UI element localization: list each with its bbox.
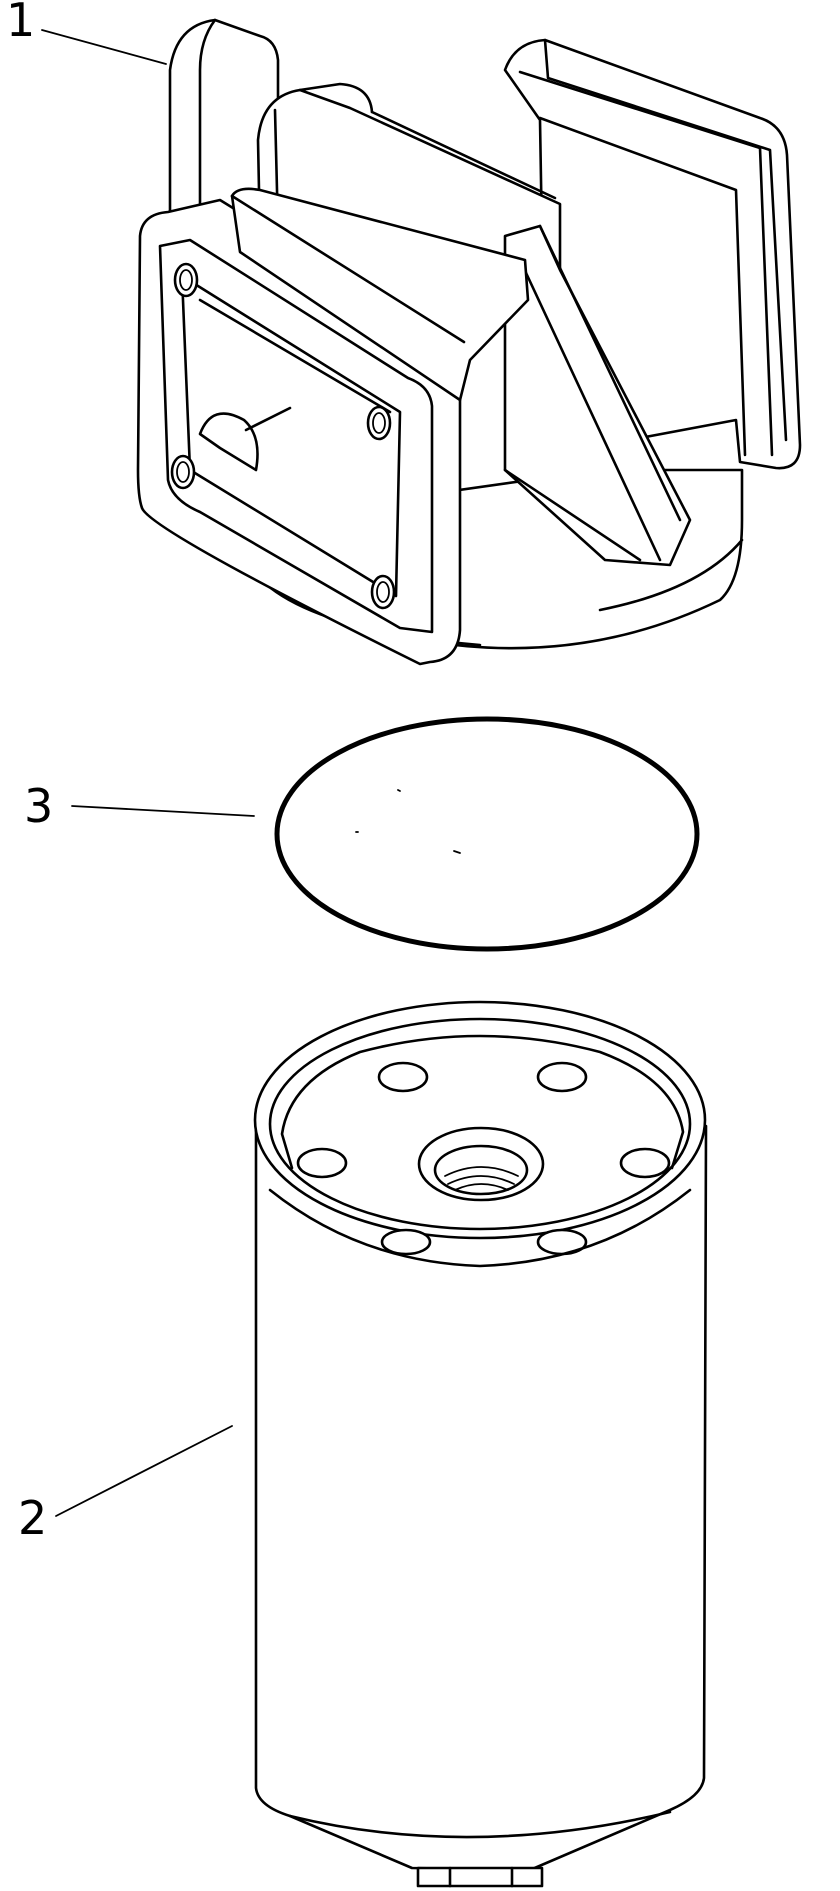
callout-label-1: 1 [6, 0, 35, 47]
callout-1: 1 [6, 0, 167, 65]
callout-3: 3 [24, 779, 255, 833]
filter-cartridge [253, 1000, 708, 1888]
callout-label-2: 2 [18, 1491, 47, 1545]
callout-2: 2 [18, 1425, 233, 1545]
callout-label-3: 3 [24, 779, 53, 833]
o-ring [274, 716, 700, 952]
filter-head [136, 18, 802, 666]
